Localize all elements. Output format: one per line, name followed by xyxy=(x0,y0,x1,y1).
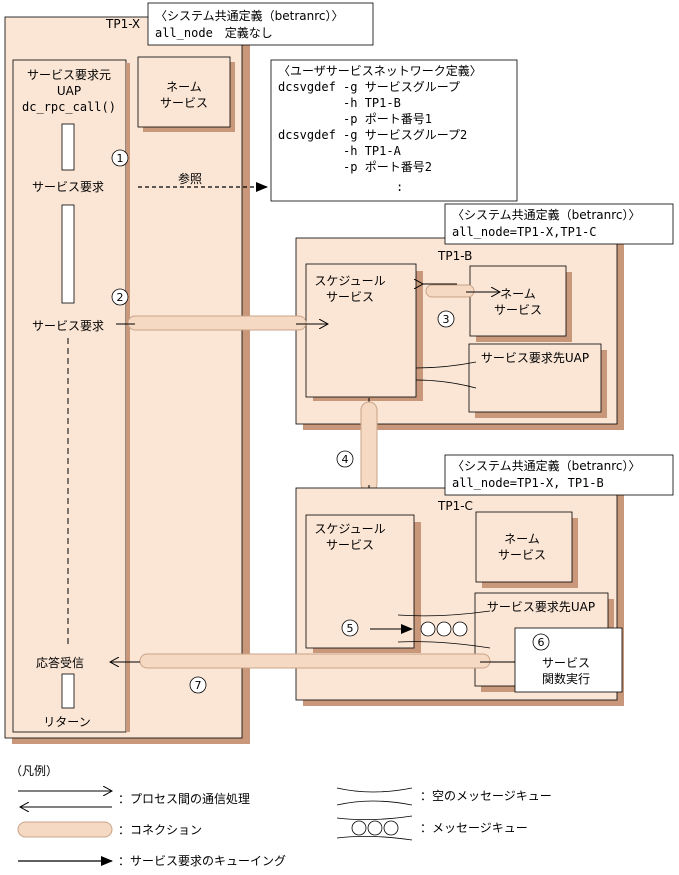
return-label: リターン xyxy=(43,715,90,729)
legend-queuing-label: ：サービス要求のキューイング xyxy=(118,854,286,868)
tp1b-scheduler-label-2: サービス xyxy=(326,290,374,304)
reference-arrow: 参照 xyxy=(138,171,268,192)
tp1x-name-service-label-1: ネーム xyxy=(166,80,202,94)
tp1c-config-value: all_node=TP1-X, TP1-B xyxy=(452,476,604,490)
tp1b-config-title: 〈システム共通定義（betranrc）〉 xyxy=(452,207,641,222)
step-6-marker: 6 xyxy=(532,633,550,651)
legend-connection: ：コネクション xyxy=(17,821,202,838)
tp1x-config-value: all_node 定義なし xyxy=(155,25,273,40)
svg-text:2: 2 xyxy=(117,291,124,304)
svg-text:3: 3 xyxy=(443,313,450,326)
tp1b-name-service-label-1: ネーム xyxy=(500,287,536,301)
user-network-def-line-5: -h TP1-A xyxy=(278,144,402,158)
tp1b-name-service: ネーム サービス xyxy=(469,265,572,342)
legend-connection-label: ：コネクション xyxy=(118,823,202,837)
tp1b-scheduler: スケジュール サービス xyxy=(305,263,423,401)
user-network-def-line-7: : xyxy=(396,180,403,194)
client-uap-label-2: UAP xyxy=(57,84,81,98)
tp1c-config-box: 〈システム共通定義（betranrc）〉 all_node=TP1-X, TP1… xyxy=(444,454,674,496)
client-uap-label-3: dc_rpc_call() xyxy=(22,100,116,114)
legend-message-queue-label: ：メッセージキュー xyxy=(420,821,528,835)
tp1b-server-uap-label: サービス要求先UAP xyxy=(481,351,589,365)
tp1c-server-uap-label: サービス要求先UAP xyxy=(487,600,595,614)
connection-2 xyxy=(116,315,328,331)
legend-queuing: ：サービス要求のキューイング xyxy=(18,854,286,868)
tp1c-scheduler: スケジュール サービス xyxy=(305,514,421,653)
tp1c-scheduler-label-2: サービス xyxy=(326,538,374,552)
tp1b-server-uap: サービス要求先UAP xyxy=(415,343,607,418)
legend: （凡例） ：プロセス間の通信処理 ：コネクション ：サービス要求のキューイング … xyxy=(10,764,552,868)
tp1b-ipc-arrows xyxy=(423,284,500,298)
tp1b-label: TP1-B xyxy=(437,249,472,263)
tp1x-config-title: 〈システム共通定義（betranrc）〉 xyxy=(155,8,344,23)
tp1x-label: TP1-X xyxy=(105,17,140,31)
tp1c-label: TP1-C xyxy=(437,499,473,513)
tp1c-name-service-label-1: ネーム xyxy=(504,532,540,546)
svg-text:6: 6 xyxy=(538,636,545,649)
user-network-def-line-4: dcsvgdef -g サービスグループ2 xyxy=(278,128,467,142)
exec-box-label-2: 関数実行 xyxy=(542,671,590,686)
tp1c-config-title: 〈システム共通定義（betranrc）〉 xyxy=(452,458,641,473)
tp1x-config-box: 〈システム共通定義（betranrc）〉 all_node 定義なし xyxy=(147,2,374,46)
step-markers: 1 2 3 4 5 6 7 xyxy=(111,149,550,694)
user-network-def-box: 〈ユーザサービスネットワーク定義〉 dcsvgdef -g サービスグループ -… xyxy=(270,59,518,202)
step-5-marker: 5 xyxy=(341,619,359,637)
svg-text:1: 1 xyxy=(117,152,124,165)
client-uap-column: サービス要求元 UAP dc_rpc_call() サービス要求 サービス要求 … xyxy=(12,59,130,733)
exec-box-label-1: サービス xyxy=(542,656,590,670)
tp1x-name-service-label-2: サービス xyxy=(160,96,208,110)
user-network-def-line-1: dcsvgdef -g サービスグループ xyxy=(278,80,460,94)
legend-message-queue: ：メッセージキュー xyxy=(336,815,528,841)
step-3-marker: 3 xyxy=(437,310,455,328)
svg-text:4: 4 xyxy=(342,453,349,466)
legend-ipc: ：プロセス間の通信処理 xyxy=(18,791,250,807)
user-network-def-title: 〈ユーザサービスネットワーク定義〉 xyxy=(278,63,482,78)
tp1c-message-queue xyxy=(370,610,491,649)
service-request-label-2: サービス要求 xyxy=(32,319,104,333)
process-bar-3 xyxy=(61,673,75,709)
step-7-marker: 7 xyxy=(189,676,207,694)
process-bar-2 xyxy=(61,204,75,304)
tp1c-name-service-label-2: サービス xyxy=(498,548,546,562)
service-request-label-1: サービス要求 xyxy=(32,180,104,194)
user-network-def-line-3: -p ポート番号1 xyxy=(278,112,432,126)
tp1c-name-service: ネーム サービス xyxy=(475,511,578,588)
tp1b-config-value: all_node=TP1-X,TP1-C xyxy=(452,225,597,239)
svg-text:7: 7 xyxy=(195,679,202,692)
tp1b-config-box: 〈システム共通定義（betranrc）〉 all_node=TP1-X,TP1-… xyxy=(444,203,674,245)
legend-empty-queue: ：空のメッセージキュー xyxy=(336,787,552,806)
tp1x-name-service: ネーム サービス xyxy=(137,56,235,132)
svg-text:5: 5 xyxy=(347,622,354,635)
step-4-marker: 4 xyxy=(336,450,354,468)
legend-title: （凡例） xyxy=(10,764,58,778)
tp1b-name-service-label-2: サービス xyxy=(494,303,542,317)
tp1b-scheduler-label-1: スケジュール xyxy=(314,274,385,288)
connection-7 xyxy=(110,653,515,669)
tp1c-exec-box: サービス 関数実行 xyxy=(514,627,623,693)
step-1-marker: 1 xyxy=(111,149,129,167)
step-2-marker: 2 xyxy=(111,288,129,306)
user-network-def-line-6: -p ポート番号2 xyxy=(278,160,432,174)
process-bar-1 xyxy=(61,123,75,171)
reference-label: 参照 xyxy=(178,171,202,186)
response-received-label: 応答受信 xyxy=(36,655,84,670)
client-uap-label-1: サービス要求元 xyxy=(27,68,111,82)
legend-ipc-label: ：プロセス間の通信処理 xyxy=(118,792,250,806)
legend-empty-queue-label: ：空のメッセージキュー xyxy=(420,789,552,803)
tp1c-scheduler-label-1: スケジュール xyxy=(314,522,385,536)
user-network-def-line-2: -h TP1-B xyxy=(278,96,401,110)
